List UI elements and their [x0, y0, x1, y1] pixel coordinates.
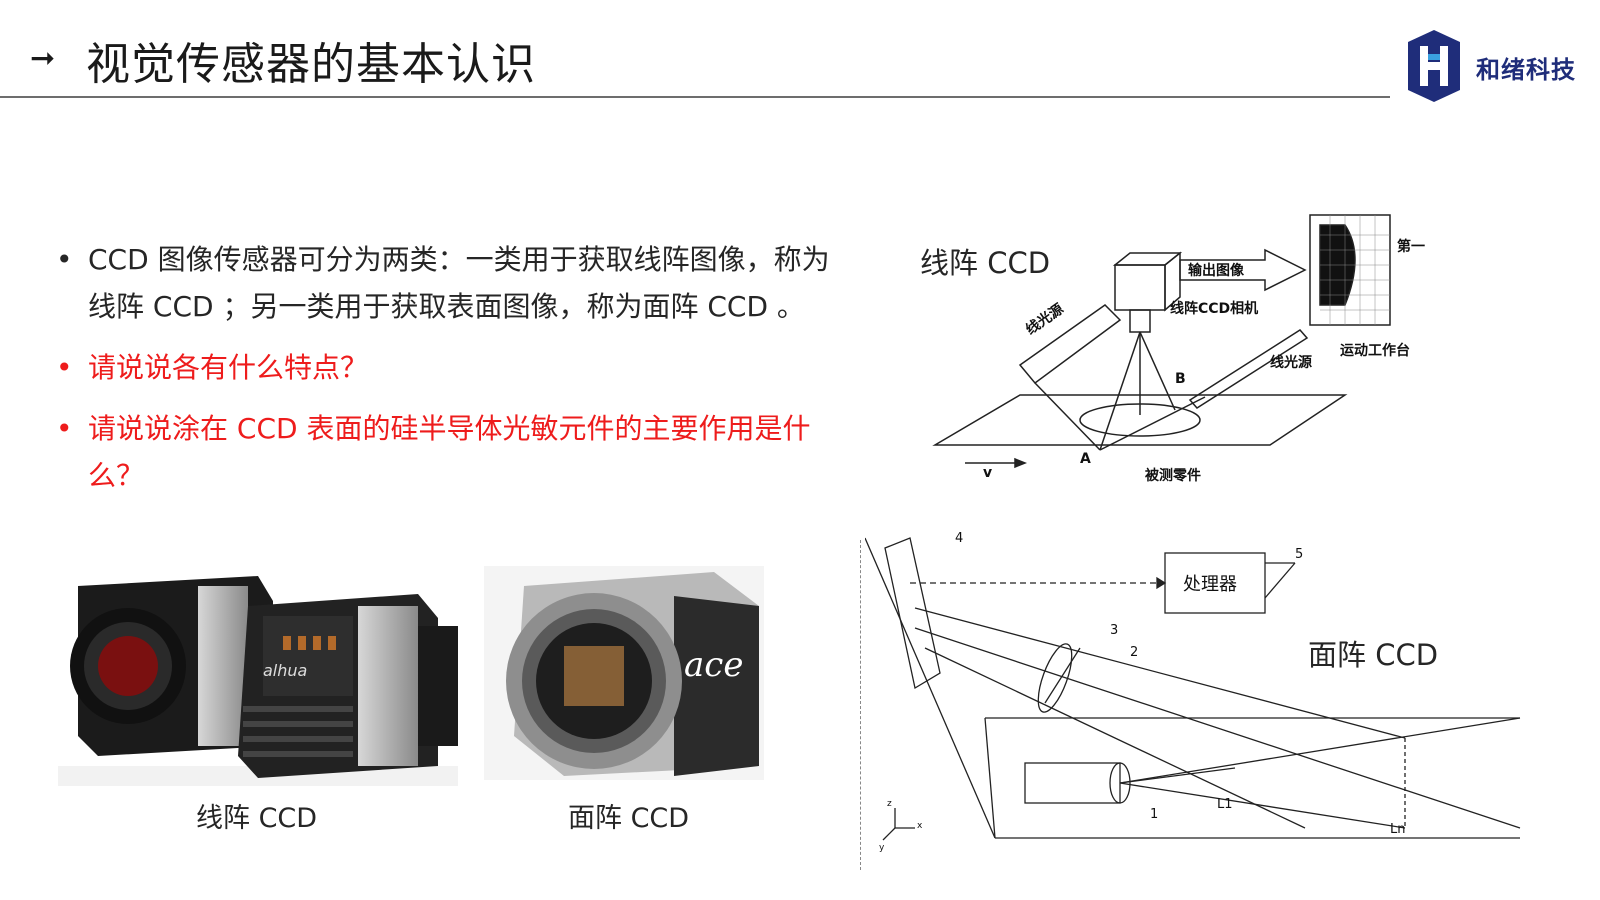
camera-brand-text: alhua — [263, 661, 307, 680]
point-a-label: A — [1080, 451, 1091, 467]
area-scan-camera-photo: ace — [484, 566, 764, 780]
label-number-3: 3 — [1110, 623, 1118, 638]
arrow-right-icon: ➞ — [30, 41, 56, 76]
bullet-list: • CCD 图像传感器可分为两类：一类用于获取线阵图像，称为线阵 CCD ；另一… — [56, 236, 836, 513]
light-source-right-label: 线光源 — [1270, 354, 1312, 371]
bullet-text: 请说说涂在 CCD 表面的硅半导体光敏元件的主要作用是什么？ — [88, 412, 811, 492]
processor-label: 处理器 — [1183, 574, 1237, 595]
bullet-text: 请说说各有什么特点？ — [88, 351, 369, 384]
point-b-label: B — [1175, 371, 1186, 387]
line-scan-camera-photo: alhua — [58, 576, 458, 786]
output-image-label: 输出图像 — [1188, 262, 1245, 279]
area-camera-caption: 面阵 CCD — [568, 803, 690, 834]
bullet-dot-icon: • — [56, 412, 73, 445]
axis-z-label: z — [887, 799, 892, 809]
axis-x-label: x — [917, 821, 923, 831]
line-ccd-diagram: 输出图像 线阵CCD相机 线光源 线光源 第一帧 运动工作台 被测零件 A B … — [932, 214, 1425, 484]
line-ccd-diagram-label: 线阵 CCD — [920, 246, 1051, 280]
frame-label: 第一帧 — [1397, 238, 1425, 255]
label-number-2: 2 — [1130, 645, 1138, 660]
area-ccd-diagram-label: 面阵 CCD — [1308, 638, 1439, 672]
motion-table-label: 运动工作台 — [1340, 342, 1410, 359]
velocity-label: v — [983, 465, 992, 481]
label-number-5: 5 — [1295, 547, 1303, 562]
bullet-text: CCD 图像传感器可分为两类：一类用于获取线阵图像，称为线阵 CCD ；另一类用… — [88, 243, 830, 323]
logo-text: 和绪科技 — [1476, 56, 1576, 84]
l1-label: L1 — [1217, 797, 1233, 812]
bullet-dot-icon: • — [56, 243, 73, 276]
company-logo — [1408, 30, 1460, 102]
ln-label: Ln — [1390, 822, 1405, 837]
header-divider — [0, 96, 1390, 98]
page-title: 视觉传感器的基本认识 — [86, 39, 536, 90]
camera-brand-text: ace — [684, 645, 743, 685]
bullet-item-question: • 请说说涂在 CCD 表面的硅半导体光敏元件的主要作用是什么？ — [56, 405, 836, 499]
area-ccd-diagram: 处理器 1 2 3 4 5 L1 Ln z x y — [865, 531, 1521, 853]
line-camera-caption: 线阵 CCD — [196, 803, 318, 834]
bullet-item-question: • 请说说各有什么特点？ — [56, 344, 836, 391]
label-number-4: 4 — [955, 531, 963, 546]
diagram-border — [860, 540, 861, 870]
light-source-left-label: 线光源 — [1023, 300, 1067, 338]
bullet-item: • CCD 图像传感器可分为两类：一类用于获取线阵图像，称为线阵 CCD ；另一… — [56, 236, 836, 330]
axis-y-label: y — [879, 843, 885, 853]
camera-label: 线阵CCD相机 — [1170, 300, 1258, 317]
bullet-dot-icon: • — [56, 351, 73, 384]
part-label: 被测零件 — [1145, 467, 1201, 484]
label-number-1: 1 — [1150, 807, 1158, 822]
